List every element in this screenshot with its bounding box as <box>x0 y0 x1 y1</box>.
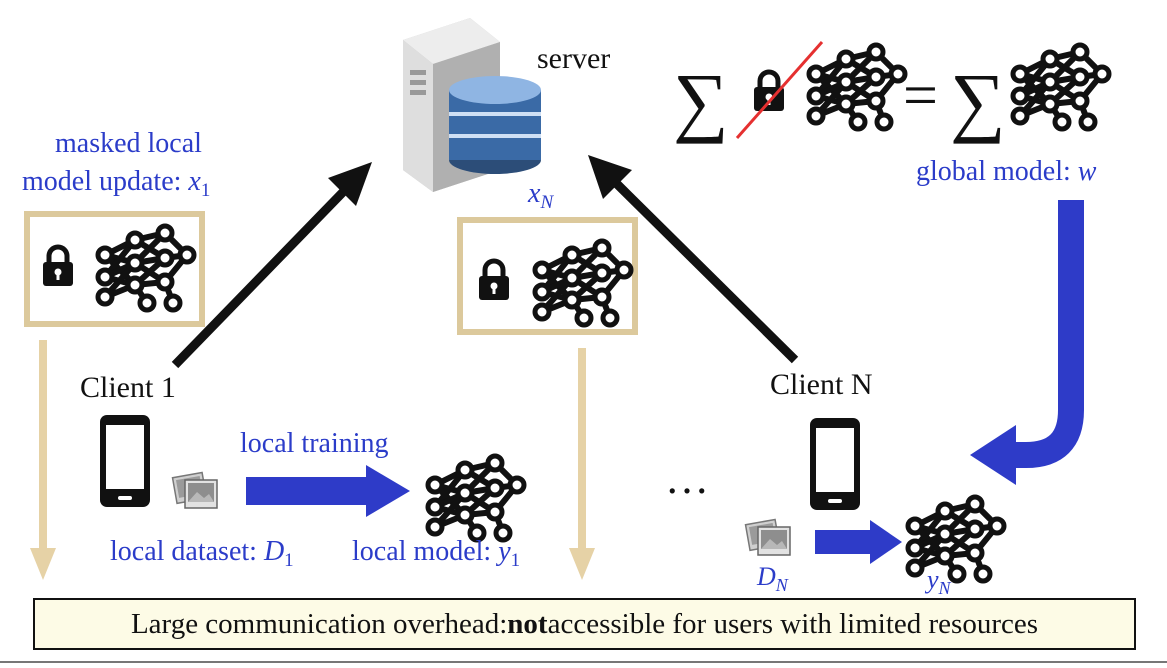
server-icon <box>403 18 541 192</box>
masked-update-label-line1: masked local <box>55 128 202 159</box>
yN-label: yN <box>924 565 952 598</box>
masked-update-label-line2: model update: x1 <box>22 166 210 201</box>
tan-down-arrow-middle <box>569 348 595 580</box>
photos-icon-clientN <box>744 518 791 556</box>
clientN-label: Client N <box>770 368 873 401</box>
photos-icon-client1 <box>171 471 218 509</box>
equals-sign: = <box>903 62 938 130</box>
upload-arrow-clientN <box>588 155 799 364</box>
footer-text-after: accessible for users with limited resour… <box>547 607 1039 640</box>
phone-icon-client1 <box>100 415 150 507</box>
sum-symbol-right: ∑ <box>950 57 1006 144</box>
clientN-training-arrow <box>815 520 902 564</box>
local-training-arrow <box>246 465 410 517</box>
server-label: server <box>537 42 610 75</box>
masked-update-box-client1 <box>24 211 205 327</box>
phone-icon-clientN <box>810 418 860 510</box>
footer-text-before: Large communication overhead: <box>130 607 508 640</box>
ellipsis: … <box>665 454 709 503</box>
tan-down-arrow-left <box>30 340 56 580</box>
global-model-label: global model: w <box>916 156 1097 187</box>
neural-network-icon-equation-left <box>809 45 905 129</box>
neural-network-icon-clientN-model <box>908 497 1004 581</box>
client1-label: Client 1 <box>80 371 176 404</box>
neural-network-icon-local-model <box>428 456 524 540</box>
global-model-arrow <box>970 200 1084 485</box>
bottom-divider <box>0 661 1167 663</box>
xN-label: xN <box>527 178 554 213</box>
masked-update-box-clientN <box>457 217 638 335</box>
upload-arrow-client1 <box>171 162 372 369</box>
strike-through-line <box>735 41 824 139</box>
footer-caption-box: Large communication overhead: not access… <box>33 598 1136 650</box>
local-training-label: local training <box>240 428 389 459</box>
sum-symbol-left: ∑ <box>673 57 729 144</box>
neural-network-icon-equation-right <box>1013 45 1109 129</box>
footer-text-bold: not <box>507 607 548 640</box>
aggregation-equation: ∑ = ∑ <box>673 41 1109 144</box>
DN-label: DN <box>756 562 789 595</box>
local-dataset-label: local dataset: D1 <box>110 536 294 571</box>
local-model-label: local model: y1 <box>352 536 520 571</box>
